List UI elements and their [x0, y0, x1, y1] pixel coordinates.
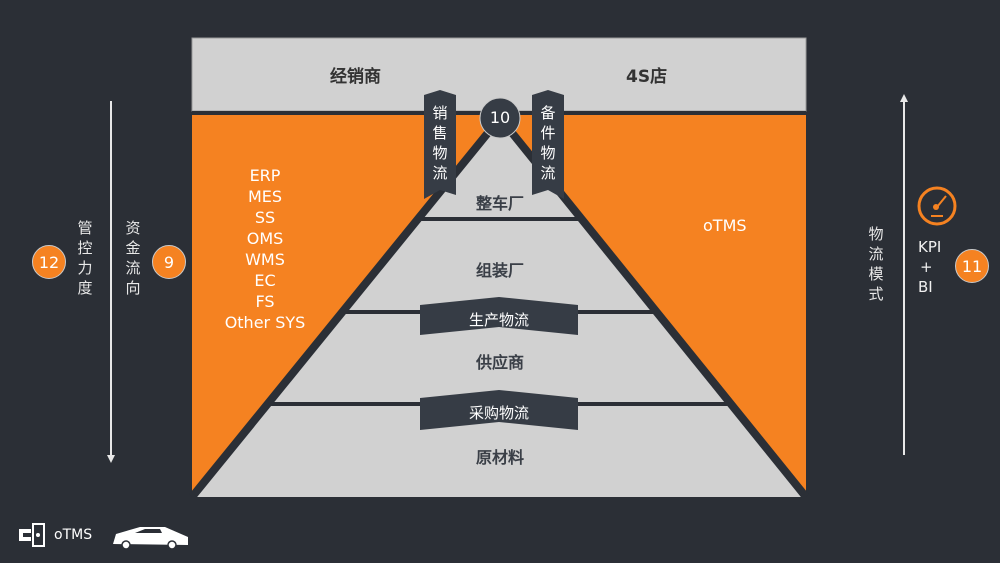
badge-11: 11: [955, 249, 989, 283]
kpi-line: BI: [918, 278, 933, 296]
control-strength-label: 管控力度: [77, 219, 93, 297]
logistics-mode-label: 物流模式: [868, 225, 884, 303]
car-icon: [113, 527, 188, 550]
system-item: EC: [254, 271, 276, 290]
header-dealer-label: 经销商: [330, 67, 381, 87]
badge-10-text: 10: [489, 108, 511, 127]
ribbon-parts-logistics: [532, 90, 564, 199]
ribbon-parts-label: 备件物流: [540, 104, 556, 182]
level-assembly: 组装厂: [475, 261, 524, 280]
arrow-down-head: [107, 455, 115, 463]
otms-system-label: oTMS: [703, 216, 747, 235]
level-raw-material: 原材料: [475, 448, 524, 467]
kpi-line: +: [920, 258, 933, 276]
level-oem: 整车厂: [475, 194, 524, 213]
money-flow-label: 资金流向: [125, 219, 141, 297]
badge-9: 9: [152, 245, 186, 279]
system-item: WMS: [245, 250, 285, 269]
system-item: Other SYS: [224, 313, 306, 332]
ribbon-sales-label: 销售物流: [432, 104, 448, 182]
system-item: SS: [254, 208, 276, 227]
badge-12: 12: [32, 245, 66, 279]
kpi-bi-label: KPI + BI: [918, 237, 941, 297]
system-item: OMS: [246, 229, 284, 248]
flow-production: [420, 297, 578, 335]
pyramid-base: [188, 497, 810, 503]
flow-production-label: 生产物流: [468, 311, 529, 329]
system-item: MES: [247, 187, 283, 206]
system-item: FS: [255, 292, 275, 311]
systems-list: ERP MES SS OMS WMS EC FS Other SYS: [210, 165, 320, 333]
flow-procurement-label: 采购物流: [468, 404, 529, 422]
ribbon-sales-logistics: [424, 90, 456, 199]
arrow-up-head: [900, 94, 908, 102]
flow-procurement: [420, 390, 578, 430]
header-4s-store-label: 4S店: [626, 67, 668, 87]
system-item: ERP: [249, 166, 281, 185]
badge-10: [479, 97, 521, 139]
level-supplier: 供应商: [475, 353, 524, 372]
footer-logo-text: oTMS: [54, 527, 93, 543]
otms-logo-icon: [19, 523, 45, 547]
kpi-line: KPI: [918, 238, 942, 256]
speedometer-icon: [917, 186, 957, 226]
